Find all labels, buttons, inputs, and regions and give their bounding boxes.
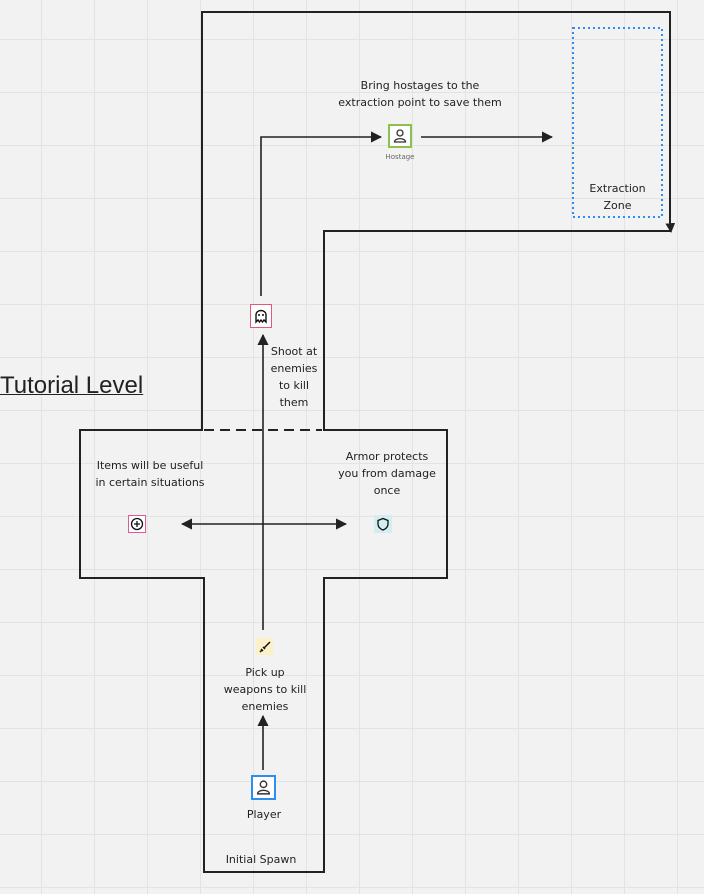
enemy-caption: Shoot at enemies to kill them — [270, 345, 318, 409]
plus-circle-icon — [128, 515, 146, 533]
armor-caption: Armor protects you from damage once — [338, 450, 436, 497]
ghost-icon — [250, 304, 272, 328]
hostage-caption: Bring hostages to the extraction point t… — [338, 79, 502, 109]
spawn-label: Initial Spawn — [225, 853, 297, 866]
shield-icon — [374, 515, 392, 533]
extraction-zone-box — [572, 27, 663, 218]
player-label: Player — [246, 808, 282, 821]
arrow-enemy-to-hostage — [260, 131, 383, 296]
player-icon — [251, 775, 276, 800]
weapon-caption: Pick up weapons to kill enemies — [223, 666, 307, 713]
hostage-icon-label: Hostage — [385, 153, 415, 161]
hostage-icon — [388, 124, 412, 148]
sword-icon — [256, 638, 273, 655]
page-title: Tutorial Level — [0, 372, 144, 399]
arrow-exit-corner — [665, 219, 676, 233]
extraction-zone-label: Extraction Zone — [589, 182, 646, 212]
level-outline — [79, 11, 671, 873]
items-caption: Items will be useful in certain situatio… — [95, 459, 205, 489]
